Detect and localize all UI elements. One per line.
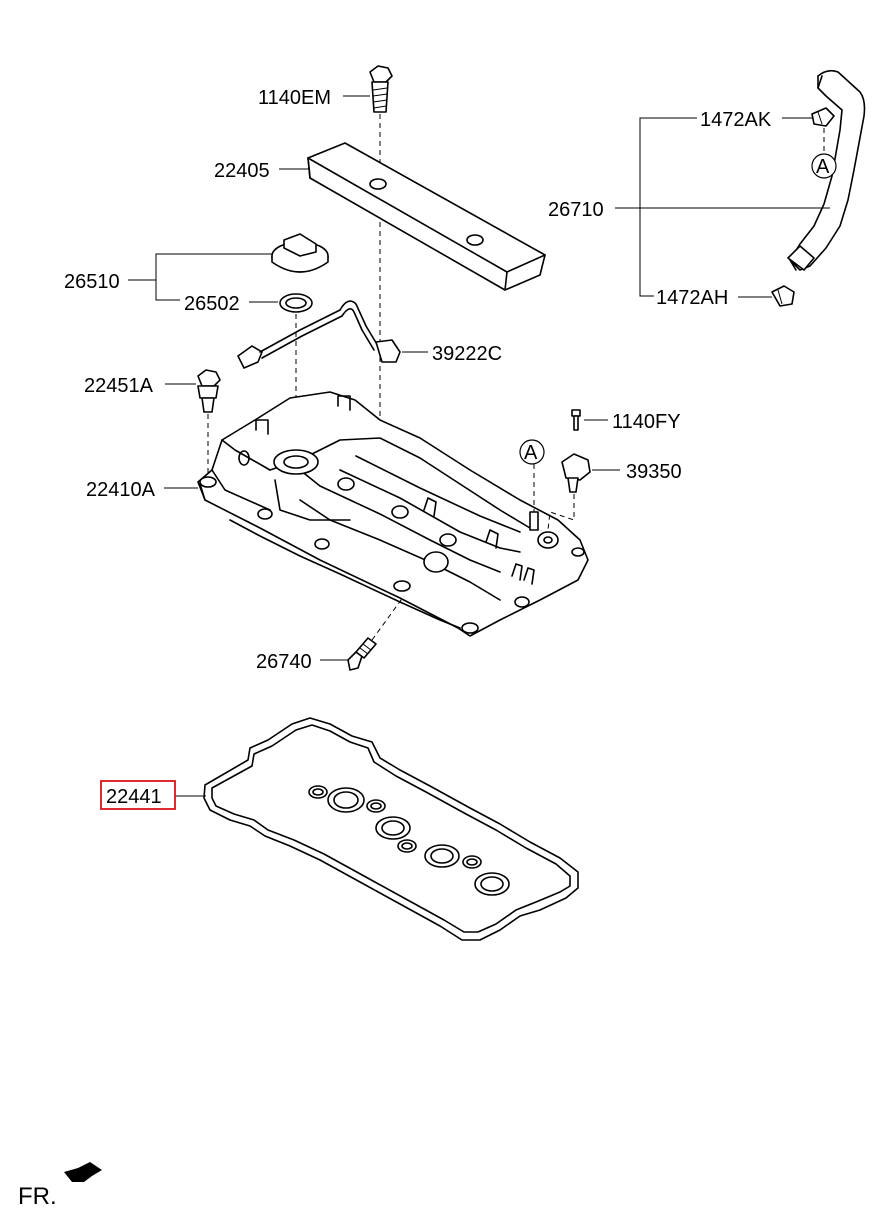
cover-plate-22405[interactable] — [307, 142, 546, 291]
label-39222c: 39222C — [432, 343, 502, 365]
label-22441[interactable]: 22441 — [106, 786, 162, 808]
plug-26740[interactable] — [347, 637, 377, 671]
label-26510: 26510 — [64, 271, 120, 293]
label-1472ak: 1472AK — [700, 109, 772, 131]
bolt-1140fy[interactable] — [571, 409, 581, 431]
bolt-1140em[interactable] — [369, 65, 393, 113]
label-26740: 26740 — [256, 651, 312, 673]
label-1140fy: 1140FY — [612, 411, 681, 433]
label-26502: 26502 — [184, 293, 240, 315]
bolt-22451a[interactable] — [197, 369, 221, 413]
front-direction-indicator: FR. — [18, 1162, 102, 1210]
clamp-1472ah[interactable] — [771, 285, 795, 307]
cylinder-head-cover-22410a[interactable] — [197, 391, 589, 637]
oil-filler-cap-26510[interactable] — [271, 233, 329, 273]
label-22451a: 22451A — [84, 375, 154, 397]
highlight-box-22441 — [100, 780, 176, 810]
reference-marker-a-lower: A — [519, 439, 545, 465]
front-label: FR. — [18, 1183, 57, 1210]
gasket-22441[interactable] — [203, 717, 579, 941]
front-arrow-icon — [64, 1162, 102, 1182]
reference-marker-a-upper: A — [811, 153, 837, 179]
sensor-39350[interactable] — [561, 453, 591, 493]
cap-gasket-26502[interactable] — [279, 293, 313, 313]
gasket-seal-rings — [308, 785, 510, 896]
label-39350: 39350 — [626, 461, 682, 483]
label-1140em: 1140EM — [258, 87, 331, 109]
pcv-fitting-post — [529, 511, 539, 531]
svg-text:A: A — [816, 156, 830, 178]
label-22410a: 22410A — [86, 479, 156, 501]
clamp-1472ak[interactable] — [811, 107, 835, 127]
label-22405: 22405 — [214, 160, 270, 182]
svg-text:A: A — [524, 442, 538, 464]
sensor-39222c[interactable] — [237, 300, 401, 369]
label-26710: 26710 — [548, 199, 604, 221]
label-1472ah: 1472AH — [656, 287, 728, 309]
